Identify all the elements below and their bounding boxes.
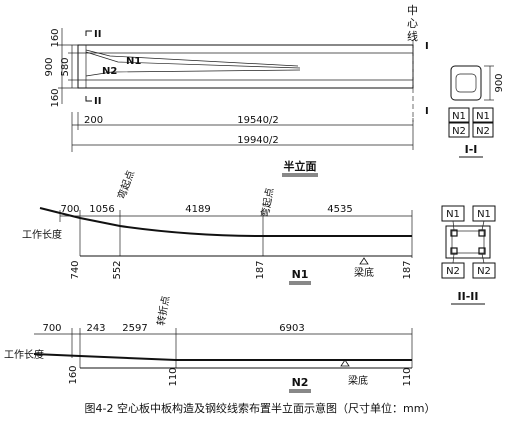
section-ii-title: II-II (458, 290, 479, 303)
n1-bend-label-2: 弯起点 (258, 187, 276, 219)
n2-seg-243: 243 (86, 323, 105, 334)
length-dimensions: 200 19540/2 19940/2 半立面 (71, 112, 414, 177)
n2-seg-2597: 2597 (122, 323, 147, 334)
n2-height-110-a: 110 (168, 367, 179, 386)
tendon-n1-elevation (85, 49, 299, 67)
n1-work-length: 工作长度 (22, 228, 62, 241)
n1-seg-700: 700 (60, 204, 79, 215)
n2-profile: 700 243 2597 6903 转折点 工作长度 160 110 110 梁… (4, 295, 413, 393)
n2-work-length: 工作长度 (4, 348, 44, 361)
n1-profile: 700 1056 4189 4535 弯起点 弯起点 工作长度 740 552 … (22, 168, 413, 285)
n1-height-187-b: 187 (402, 260, 413, 279)
dim-19940-2: 19940/2 (237, 135, 279, 146)
section-mark-i-top: I (425, 41, 429, 52)
n2-height-110-b: 110 (402, 367, 413, 386)
n2-seg-6903: 6903 (279, 323, 304, 334)
section-ii-tendon-1: N1 (446, 209, 460, 220)
section-ii-ii: N1 N1 N2 N2 II-II (441, 205, 496, 305)
n1-bend-label-1: 弯起点 (115, 168, 137, 201)
section-i-void (455, 73, 477, 93)
section-ii-void (451, 230, 485, 254)
dim-19540-2: 19540/2 (237, 115, 279, 126)
section-i-title: I-I (465, 143, 478, 156)
section-i-outline (450, 65, 482, 101)
n2-height-160: 160 (68, 365, 79, 384)
tendon-label-n1: N1 (126, 56, 141, 67)
n2-turn-label: 转折点 (154, 295, 172, 327)
centerline-char-1: 中 (407, 4, 418, 17)
section-ii-tendon-2: N1 (477, 209, 491, 220)
n2-beam-bottom-label: 梁底 (348, 374, 368, 387)
n2-tendon-line (33, 353, 412, 361)
n2-beam-bottom-triangle-icon (340, 359, 350, 367)
tendon-label-n2: N2 (102, 66, 117, 77)
section-mark-top: II (94, 29, 101, 40)
tendon-n1b-elevation (85, 51, 301, 69)
half-elevation-view: II II N1 N2 160 900 580 160 中 心 线 I I (44, 4, 429, 122)
section-i-tendon-1: N1 (452, 111, 466, 122)
n1-seg-4535: 4535 (327, 204, 352, 215)
dim-top-160: 160 (50, 28, 61, 47)
dim-mid-580: 580 (60, 57, 71, 76)
section-mark-bottom-bracket (85, 96, 92, 102)
tendon-n2-elevation (85, 69, 301, 77)
figure-caption: 图4-2 空心板中板构造及钢绞线索布置半立面示意图（尺寸单位：mm） (85, 401, 436, 415)
n1-beam-bottom-triangle-icon (359, 257, 369, 265)
n1-height-187-a: 187 (255, 260, 266, 279)
n1-title: N1 (292, 268, 309, 281)
dim-200: 200 (84, 115, 103, 126)
elevation-title: 半立面 (284, 159, 317, 173)
n2-title: N2 (292, 376, 309, 389)
section-i-dim-900: 900 (494, 73, 505, 92)
section-i-i: 900 N1 N1 N2 N2 I-I (448, 65, 505, 158)
section-mark-i-bottom: I (425, 106, 429, 117)
section-i-tendon-2: N1 (476, 111, 490, 122)
n1-seg-4189: 4189 (185, 204, 210, 215)
section-ii-tendon-3: N2 (446, 266, 460, 277)
centerline-char-2: 心 (407, 17, 418, 30)
n1-seg-1056: 1056 (89, 204, 114, 215)
n1-height-552: 552 (112, 260, 123, 279)
section-ii-tendon-4: N2 (477, 266, 491, 277)
n1-height-740: 740 (70, 260, 81, 279)
section-mark-top-bracket (85, 30, 92, 36)
dim-height-900: 900 (44, 57, 55, 76)
n1-beam-bottom-label: 梁底 (354, 266, 374, 279)
dim-bottom-160: 160 (50, 88, 61, 107)
n1-tendon-curve (39, 207, 412, 237)
n2-seg-700: 700 (42, 323, 61, 334)
section-ii-outline (445, 225, 491, 259)
section-i-tendon-3: N2 (452, 126, 466, 137)
section-mark-bottom: II (94, 96, 101, 107)
centerline-char-3: 线 (407, 29, 418, 43)
section-i-tendon-4: N2 (476, 126, 490, 137)
